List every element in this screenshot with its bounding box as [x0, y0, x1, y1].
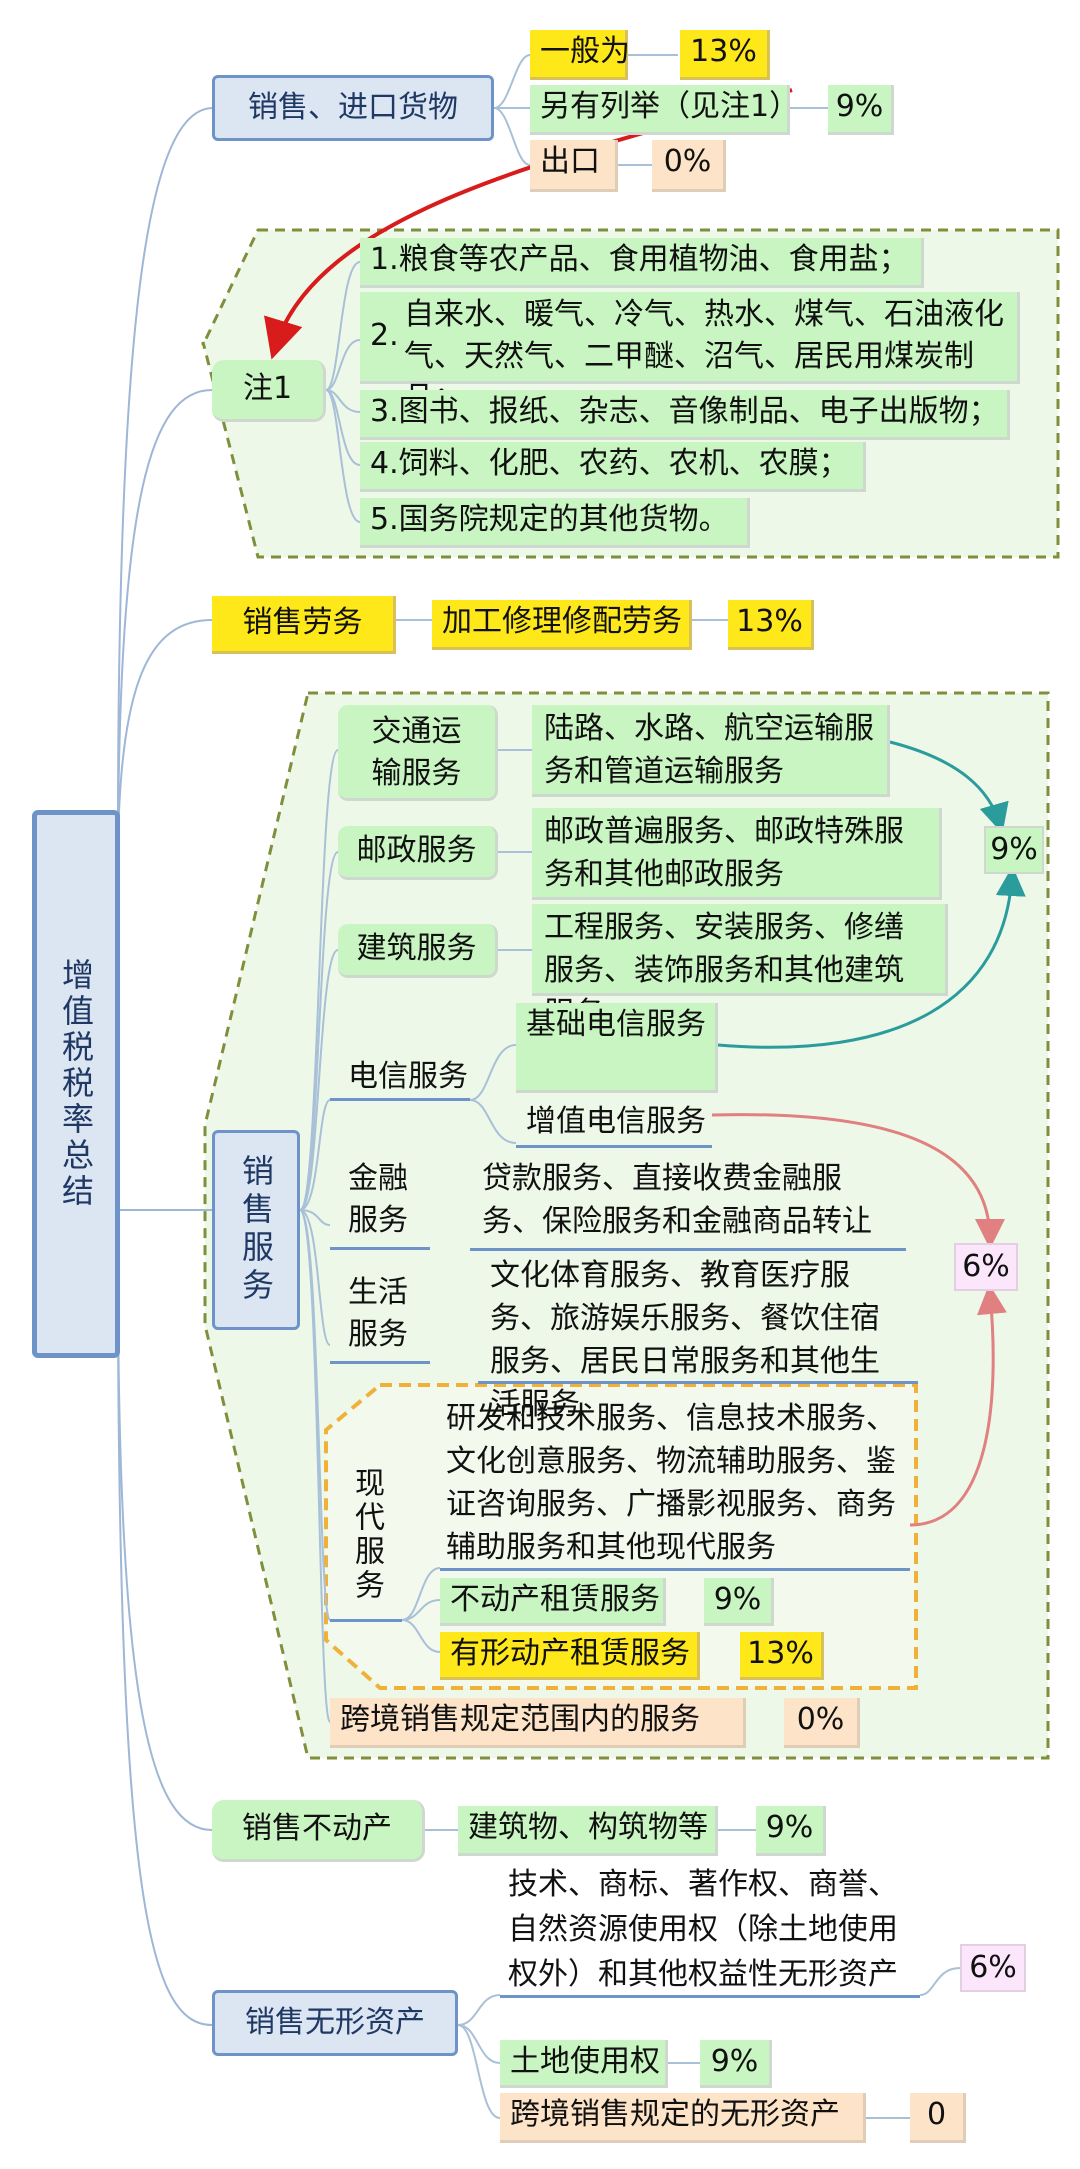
services-label: 销售服务 — [237, 1154, 275, 1306]
secondary-branches — [299, 54, 961, 2119]
goods-listed-rate: 9% — [828, 85, 894, 135]
modern-pink-arrow — [909, 1284, 1007, 1527]
note1-item-2: 2. 自来水、暖气、冷气、热水、煤气、石油液化气、天然气、二甲醚、沼气、居民用煤… — [360, 292, 1020, 416]
goods-general-rate: 13% — [680, 30, 770, 80]
modern-realestate-lease: 不动产租赁服务 — [440, 1578, 666, 1626]
note1-item-1: 1.粮食等农产品、食用植物油、食用盐； — [360, 238, 924, 288]
intangible-land-rate: 9% — [700, 2040, 772, 2088]
telecom-value-added: 增值电信服务 — [516, 1100, 712, 1148]
modern-realestate-lease-rate: 9% — [704, 1578, 774, 1626]
labor-node: 销售劳务 — [212, 596, 396, 654]
services-crossborder: 跨境销售规定范围内的服务 — [330, 1698, 746, 1748]
note1-node: 注1 — [212, 360, 326, 422]
services-crossborder-rate: 0% — [784, 1698, 860, 1748]
postal-node: 邮政服务 — [338, 826, 498, 880]
goods-listed: 另有列举（见注1） — [530, 85, 799, 135]
modern-tangible-lease: 有形动产租赁服务 — [440, 1632, 700, 1680]
note1-item-5: 5.国务院规定的其他货物。 — [360, 498, 750, 548]
intangible-detail-rate: 6% — [960, 1944, 1026, 1992]
modern-detail: 研发和技术服务、信息技术服务、文化创意服务、物流辅助服务、鉴证咨询服务、广播影视… — [440, 1395, 910, 1571]
modern-label: 现代服务 — [349, 1466, 384, 1603]
goods-export: 出口 — [530, 140, 618, 192]
goods-node: 销售、进口货物 — [212, 75, 494, 141]
finance-detail: 贷款服务、直接收费金融服务、保险服务和金融商品转让 — [470, 1155, 906, 1251]
goods-export-rate: 0% — [652, 140, 726, 192]
transport-node: 交通运输服务 — [338, 705, 498, 801]
intangible-crossborder: 跨境销售规定的无形资产 — [500, 2093, 866, 2143]
note1-item-4: 4.饲料、化肥、农药、农机、农膜； — [360, 442, 866, 492]
rate-6-box: 6% — [954, 1243, 1018, 1291]
labor-rate: 13% — [728, 600, 814, 650]
realestate-item: 建筑物、构筑物等 — [458, 1806, 718, 1856]
finance-node: 金融服务 — [330, 1158, 430, 1250]
intangible-land: 土地使用权 — [500, 2040, 668, 2088]
note1-item-2-number: 2. — [370, 318, 399, 353]
telecom-node: 电信服务 — [330, 1055, 470, 1101]
root-title: 增值税税率总结 — [57, 958, 95, 1210]
transport-detail: 陆路、水路、航空运输服务和管道运输服务 — [532, 705, 890, 797]
root-node: 增值税税率总结 — [32, 810, 120, 1358]
realestate-rate: 9% — [756, 1806, 826, 1856]
construction-detail: 工程服务、安装服务、修缮服务、装饰服务和其他建筑服务 — [532, 904, 948, 1031]
note1-item-3: 3.图书、报纸、杂志、音像制品、电子出版物； — [360, 390, 1010, 440]
transport-teal-arrow — [889, 740, 1009, 834]
rate-9-box: 9% — [984, 826, 1044, 874]
intangible-detail: 技术、商标、著作权、商誉、自然资源使用权（除土地使用权外）和其他权益性无形资产 — [500, 1858, 920, 1998]
modern-tangible-lease-rate: 13% — [740, 1632, 824, 1680]
services-node: 销售服务 — [212, 1130, 300, 1330]
realestate-node: 销售不动产 — [212, 1800, 425, 1862]
note1-item-2-text: 自来水、暖气、冷气、热水、煤气、石油液化气、天然气、二甲醚、沼气、居民用煤炭制品… — [404, 297, 1004, 416]
postal-detail: 邮政普遍服务、邮政特殊服务和其他邮政服务 — [532, 808, 942, 900]
goods-general: 一般为 — [530, 30, 630, 80]
telecom-basic-teal-arrow — [717, 866, 1026, 1049]
life-node: 生活服务 — [330, 1272, 430, 1364]
construction-node: 建筑服务 — [338, 924, 498, 978]
value-added-pink-arrow — [711, 1113, 1005, 1249]
intangible-node: 销售无形资产 — [212, 1990, 458, 2056]
labor-item: 加工修理修配劳务 — [432, 600, 692, 650]
life-detail: 文化体育服务、教育医疗服务、旅游娱乐服务、餐饮住宿服务、居民日常服务和其他生活服… — [478, 1252, 918, 1422]
telecom-basic: 基础电信服务 — [516, 1003, 718, 1093]
modern-node: 现代服务 — [330, 1450, 402, 1622]
root-branches — [117, 107, 213, 2026]
intangible-crossborder-rate: 0 — [910, 2093, 966, 2143]
